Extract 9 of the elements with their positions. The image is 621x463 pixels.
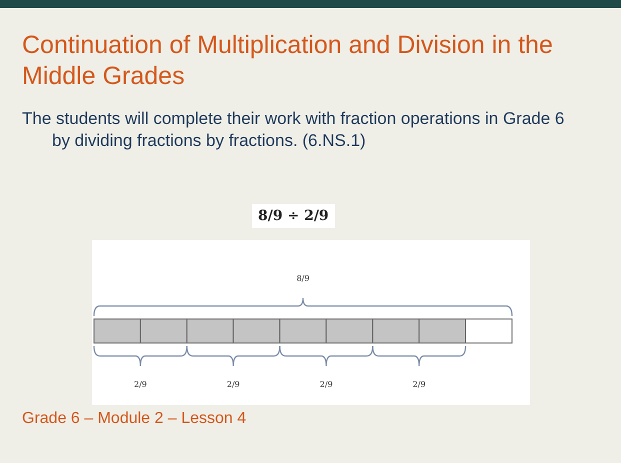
footer-text: Grade 6 – Module 2 – Lesson 4	[22, 410, 246, 428]
fraction-label: 2/9	[226, 380, 241, 389]
fraction-label: 2/9	[412, 380, 427, 389]
body-text: The students will complete their work with fraction operations in Grade 6 by dividing fractions by fractions. (6.NS.1)	[22, 108, 566, 152]
fraction-label: 8/9	[296, 274, 310, 283]
slide-title: Continuation of Multiplication and Division in the Middle Grades	[22, 30, 554, 92]
fraction-label: 2/9	[318, 380, 334, 389]
fraction-label: 2/9	[133, 380, 148, 389]
division-expression: 8/9 ÷ 2/9	[252, 204, 335, 228]
